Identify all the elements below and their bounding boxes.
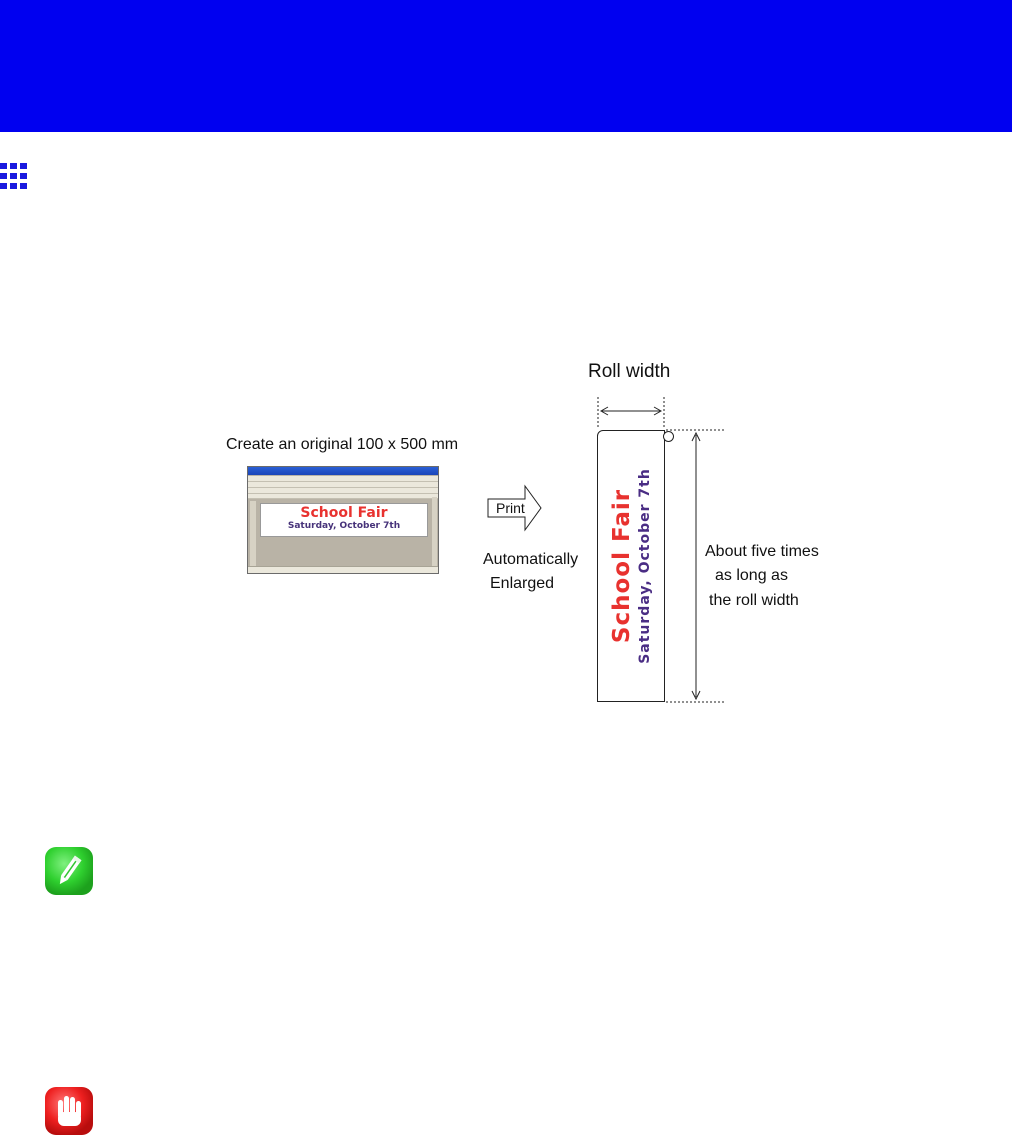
- roll-paper: [597, 430, 665, 702]
- menu-bar: [248, 476, 438, 482]
- print-arrow-label: Print: [496, 500, 525, 516]
- pencil-note-icon: [45, 847, 93, 895]
- ruler: [248, 494, 438, 499]
- printed-poster-title: School Fair: [609, 488, 635, 644]
- stop-hand-icon: [45, 1087, 93, 1135]
- length-note-line-3: the roll width: [709, 592, 799, 609]
- scrollbar: [432, 497, 437, 567]
- print-arrow-shape: [487, 484, 542, 532]
- document-page: School Fair Saturday, October 7th: [260, 503, 428, 537]
- application-window-thumbnail: School Fair Saturday, October 7th: [247, 466, 439, 574]
- original-poster-subtitle: Saturday, October 7th: [287, 521, 401, 531]
- auto-enlarge-line-1: Automatically: [483, 551, 579, 568]
- side-ruler: [250, 501, 256, 567]
- auto-enlarge-line-2: Enlarged: [490, 575, 555, 592]
- original-poster-title: School Fair: [300, 505, 388, 521]
- window-title-bar: [248, 467, 438, 481]
- toolbar: [248, 482, 438, 488]
- section-grid-icon: [0, 163, 27, 189]
- toolbar-2: [248, 488, 438, 494]
- header-banner: [0, 0, 1012, 132]
- length-note-line-1: About five times: [705, 543, 819, 560]
- window-controls: [418, 468, 436, 481]
- status-bar: [248, 566, 438, 573]
- original-size-label: Create an original 100 x 500 mm: [226, 436, 459, 453]
- length-note-line-2: as long as: [715, 567, 788, 584]
- printed-poster-subtitle: Saturday, October 7th: [637, 468, 653, 664]
- roll-width-label: Roll width: [588, 361, 671, 382]
- roll-paper-curl: [663, 431, 674, 442]
